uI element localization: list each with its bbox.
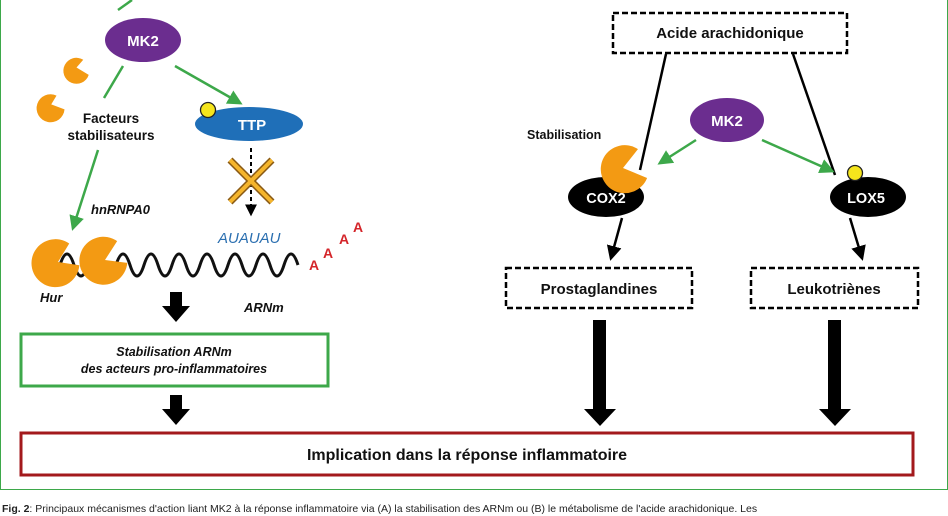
phospho-lox5-icon [846, 164, 864, 182]
caption-label: Fig. 2 [2, 503, 30, 515]
block-arrow-prostaglandines-to-implication [584, 320, 616, 426]
pacman-small-left-icon [36, 94, 65, 123]
mk2-label-left: MK2 [127, 33, 159, 50]
implication-box: Implication dans la réponse inflammatoir… [19, 431, 915, 477]
lox5-label: LOX5 [847, 191, 885, 207]
block-arrow-leukotrienes-to-implication [819, 320, 851, 426]
hur-label: Hur [40, 290, 63, 305]
ttp-node: TTP [195, 101, 303, 141]
polya-a3: A [339, 231, 349, 247]
leukotrienes-box: Leukotriènes [749, 266, 920, 310]
diagram: MK2 Facteurs stabilisateurs TTP hnRNPA0 … [19, 0, 920, 477]
leukotrienes-label: Leukotriènes [787, 281, 880, 298]
prostaglandines-label: Prostaglandines [541, 281, 658, 298]
arrow-mk2-to-lox5 [761, 138, 835, 173]
block-arrow-box-to-implication [162, 395, 190, 425]
stab-box-line1: Stabilisation ARNm [116, 345, 232, 359]
stabilisation-label: Stabilisation [527, 128, 601, 142]
arnm-label: ARNm [243, 300, 284, 315]
arrow-cox2-to-prostaglandines [606, 217, 624, 261]
pacman-small-top-icon [63, 57, 89, 84]
cox2-pacman-icon [600, 145, 648, 194]
stab-box-line2: des acteurs pro-inflammatoires [81, 362, 267, 376]
cox2-label: COX2 [586, 191, 626, 207]
figure-caption: Fig. 2: Principaux mécanismes d'action l… [2, 502, 946, 516]
arrow-mk2-to-ttp [174, 64, 243, 105]
lox5-node: LOX5 [830, 164, 906, 217]
line-acid-to-cox2 [638, 53, 668, 171]
polya-a1: A [309, 257, 319, 273]
mk2-label-right: MK2 [711, 113, 743, 130]
acid-label: Acide arachidonique [656, 25, 804, 42]
acid-arachidonic-box: Acide arachidonique [611, 11, 849, 55]
arrow-factors-to-mrna [69, 149, 100, 231]
arrow-lox5-to-leukotrienes [848, 217, 866, 261]
mk2-node-left: MK2 [105, 18, 181, 62]
phospho-ttp-icon [199, 101, 217, 119]
arrow-top-to-mk2 [117, 0, 133, 12]
auauau-label: AUAUAU [217, 230, 281, 247]
hur-pacman-icon [31, 239, 80, 288]
blocked-x-icon [227, 157, 275, 205]
arrow-mk2-to-factors [102, 65, 125, 99]
factors-label-line1: Facteurs [83, 111, 139, 126]
block-arrow-mrna-to-box [162, 292, 190, 322]
caption-text: : Principaux mécanismes d'action liant M… [29, 503, 758, 515]
polya-a4: A [353, 219, 363, 235]
hnrnpa0-label: hnRNPA0 [91, 202, 151, 217]
prostaglandines-box: Prostaglandines [504, 266, 694, 310]
stabilisation-arnm-box: Stabilisation ARNm des acteurs pro-infla… [19, 332, 330, 388]
implication-label: Implication dans la réponse inflammatoir… [307, 447, 627, 464]
line-acid-to-lox5 [791, 53, 837, 176]
arrow-mk2-to-cox2 [657, 138, 697, 165]
cox2-node: COX2 [568, 145, 648, 217]
factors-label-line2: stabilisateurs [67, 128, 154, 143]
mk2-node-right: MK2 [690, 98, 764, 142]
polya-a2: A [323, 245, 333, 261]
ttp-label: TTP [238, 117, 266, 134]
hnrnpa0-pacman-icon [79, 236, 128, 285]
